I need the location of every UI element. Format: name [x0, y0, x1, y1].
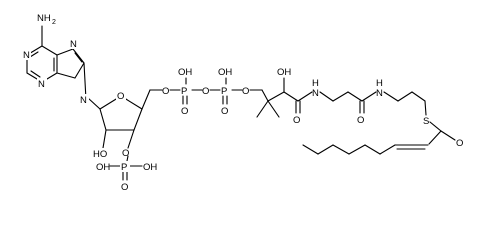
pantoate-oh-label: OH: [277, 67, 291, 78]
amide2-h-label: H: [376, 78, 383, 89]
link-o1-label: O: [162, 86, 169, 97]
structure-canvas: NH 2 N N N N O HO O P OH OH O O P OH O O…: [22, 13, 463, 193]
ribose-o-label: O: [117, 91, 124, 102]
phosphate3-oh2-label: OH: [143, 162, 157, 173]
purine-n7-label: N: [70, 39, 77, 50]
phosphate3-p-label: P: [121, 162, 127, 173]
thioester-s-label: S: [423, 116, 429, 127]
thioester-co-o-label: O: [456, 138, 463, 149]
diphosphate-p1-oh-label: OH: [178, 67, 192, 78]
amine-n-label: NH: [37, 13, 51, 24]
purine-n1-label: N: [23, 50, 30, 61]
amide1-h-label: H: [312, 78, 319, 89]
diphosphate-p2-label: P: [221, 86, 227, 97]
amide-co-o-label: O: [357, 115, 364, 126]
atom-labels: NH 2 N N N N O HO O P OH OH O O P OH O O…: [22, 13, 463, 193]
amide1-n-label: N: [312, 88, 319, 99]
molecule-drawing: NH 2 N N N N O HO O P OH OH O O P OH O O…: [22, 13, 463, 193]
phosphate3-o-label: O: [122, 148, 129, 159]
link-o2-label: O: [242, 86, 249, 97]
phosphate3-o-eq-label: O: [121, 182, 128, 193]
diphosphate-p1-o-eq-label: O: [181, 106, 188, 117]
purine-n3-label: N: [38, 79, 45, 90]
pantoate-co-o-label: O: [293, 115, 300, 126]
phosphate3-oh1-label: OH: [96, 162, 110, 173]
bond-lines: [26, 25, 456, 181]
diphosphate-p2-oh-label: OH: [218, 67, 232, 78]
ribose-oh-label: HO: [93, 149, 107, 160]
purine-n9-label: N: [80, 95, 87, 106]
diphosphate-p1-label: P: [181, 86, 187, 97]
amine-sub-label: 2: [52, 19, 56, 26]
bridge-o-label: O: [202, 86, 209, 97]
diphosphate-p2-o-eq-label: O: [221, 106, 228, 117]
amide2-n-label: N: [376, 88, 383, 99]
